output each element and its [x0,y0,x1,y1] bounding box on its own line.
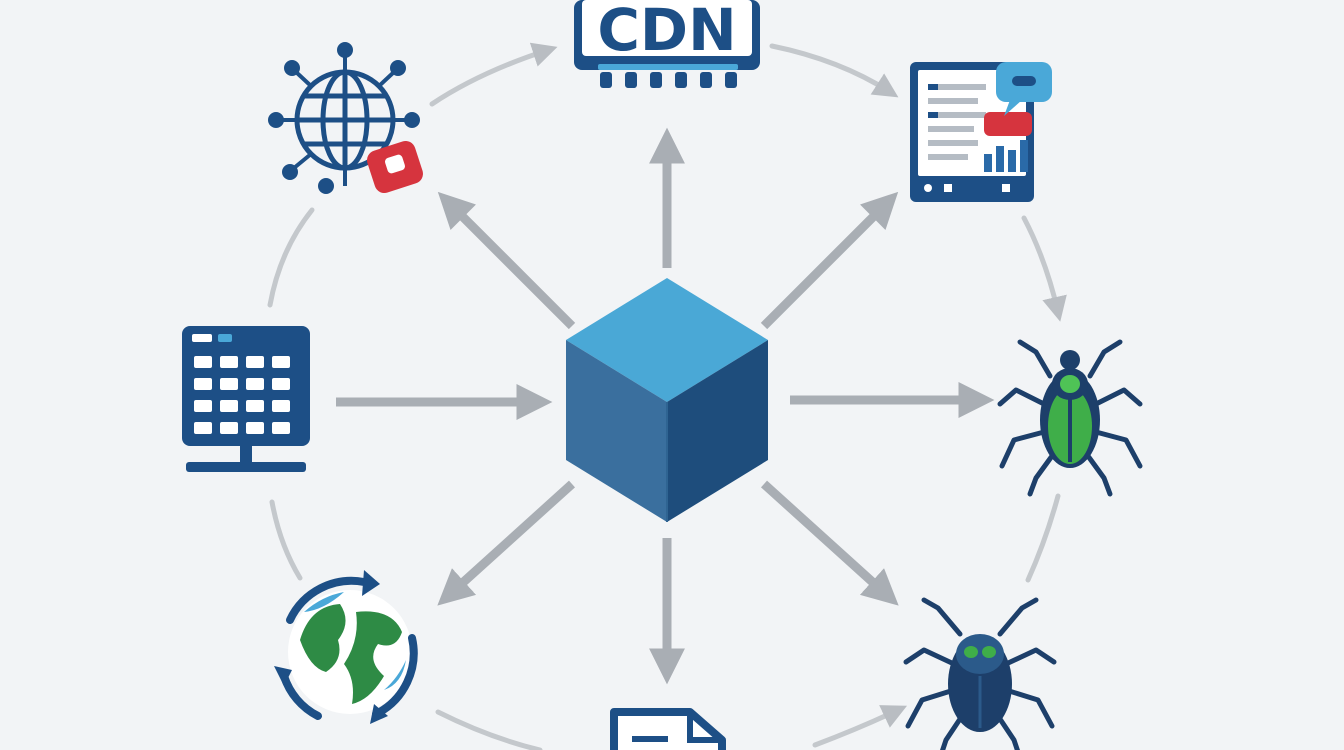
ring-arrow-globe-to-doc [435,709,543,750]
chat-bubble-icon [996,62,1052,116]
dark-bug-icon [903,597,1057,750]
global-network-icon [268,42,423,194]
ring-arrow-cdn-to-dashboard [769,43,899,98]
ring-arrow-dashboard-to-bug [1021,215,1067,322]
cdn-label: CDN [597,0,736,64]
arrow-hub-to-web [437,191,576,330]
ring-arrows [267,42,1067,750]
alert-badge-icon [367,140,423,194]
radial-arrows [336,127,995,685]
dashboard-document-icon [910,62,1052,202]
arrow-hub-to-dashboard [760,191,899,330]
ring-arrow-doc-to-bug [812,705,908,748]
arrow-hub-to-globe [437,480,576,606]
ring-arrow-left-upper [267,207,315,308]
cube-icon [566,278,768,522]
ring-arrow-left-lower [269,499,303,581]
ring-arrow-web-to-cdn [429,42,558,107]
globe-sync-icon [274,570,418,724]
green-bug-icon [997,339,1143,497]
document-icon [610,708,726,750]
server-monitor-icon [182,326,310,472]
cdn-chip-icon: CDN [574,0,760,88]
arrow-hub-to-dark-bug [760,480,899,606]
ring-arrow-bug-to-bug [1025,493,1061,583]
